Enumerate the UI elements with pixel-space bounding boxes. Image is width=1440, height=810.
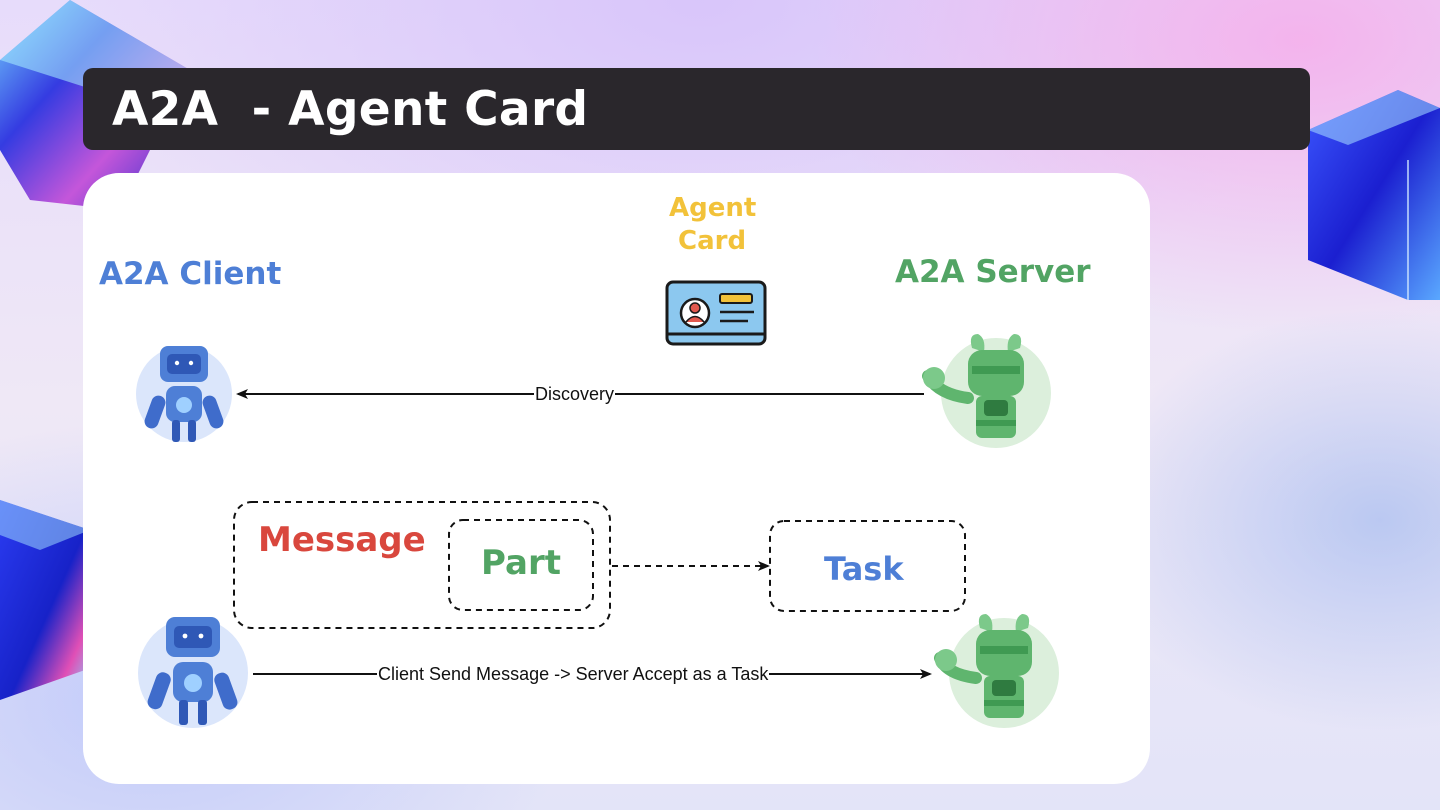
task-box <box>769 520 966 612</box>
message-label: Message <box>258 520 426 560</box>
server-label: A2A Server <box>895 254 1091 290</box>
message-box <box>233 501 611 629</box>
slide-title: A2A - Agent Card <box>112 82 589 137</box>
agent-card-icon <box>665 280 767 346</box>
client-robot-icon-bottom <box>138 617 248 728</box>
client-label: A2A Client <box>99 256 282 292</box>
title-bar: A2A - Agent Card <box>83 68 1310 150</box>
server-robot-icon-top <box>922 334 1051 448</box>
decorative-cube-bottom-left <box>0 500 90 700</box>
agent-card-label-line1: Agent <box>669 193 757 223</box>
client-robot-icon-top <box>136 346 232 442</box>
part-box <box>448 519 594 611</box>
server-robot-icon-bottom <box>934 614 1059 728</box>
decorative-cube-right <box>1308 90 1440 300</box>
discovery-label: Discovery <box>534 384 616 405</box>
send-message-label: Client Send Message -> Server Accept as … <box>377 664 770 685</box>
task-label: Task <box>824 550 904 588</box>
part-label: Part <box>481 543 561 583</box>
agent-card-label-line2: Card <box>678 226 747 256</box>
